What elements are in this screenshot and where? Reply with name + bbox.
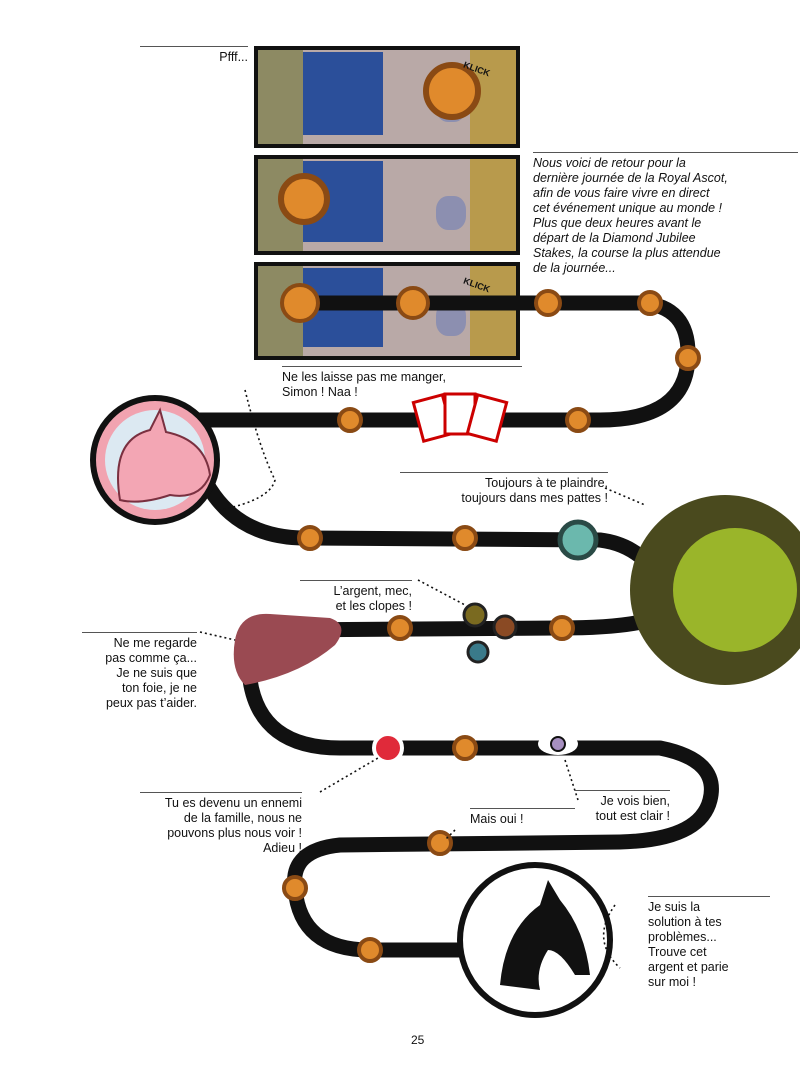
page-number: 25 (411, 1033, 425, 1047)
caption-complain: Toujours à te plaindre,toujours dans mes… (400, 472, 608, 506)
path-marker-dot (337, 407, 363, 433)
caption-mais-oui: Mais oui ! (470, 808, 575, 827)
path-marker-dot (280, 283, 320, 323)
comic-panel-2 (254, 155, 520, 255)
path-marker-dot (534, 289, 562, 317)
path-marker-dot (297, 525, 323, 551)
olive-circle (462, 602, 488, 628)
liver (233, 613, 342, 685)
path-marker-dot (549, 615, 575, 641)
playing-cards (411, 392, 509, 444)
path-segment-middle (242, 672, 719, 958)
orange-circle-marker (423, 62, 481, 120)
path-marker-dot (565, 407, 591, 433)
big-green-circle-inner (673, 528, 797, 652)
path-marker-dot (452, 525, 478, 551)
orange-circle-marker (278, 173, 330, 225)
path-marker-dot (637, 290, 663, 316)
caption-unicorn: Ne les laisse pas me manger,Simon ! Naa … (282, 366, 522, 400)
caption-eye: Je vois bien,tout est clair ! (575, 790, 670, 824)
brown-circle (492, 614, 518, 640)
path-marker-dot (357, 937, 383, 963)
caption-money: L’argent, mec,et les clopes ! (300, 580, 412, 614)
blue-circle (466, 640, 490, 664)
path-marker-dot (675, 345, 701, 371)
teal-circle (557, 519, 599, 561)
path-marker-dot (427, 830, 453, 856)
path-marker-dot (282, 875, 308, 901)
comic-panel-3: KLICK (254, 262, 520, 360)
unicorn-head (117, 407, 212, 503)
comic-panel-1: KLICK (254, 46, 520, 148)
path-marker-dot (396, 286, 430, 320)
horse-head-silhouette (500, 880, 590, 990)
path-marker-dot (387, 615, 413, 641)
path-marker-dot (452, 735, 478, 761)
caption-pfff: Pfff... (140, 46, 248, 65)
red-splat-circle (372, 732, 404, 764)
